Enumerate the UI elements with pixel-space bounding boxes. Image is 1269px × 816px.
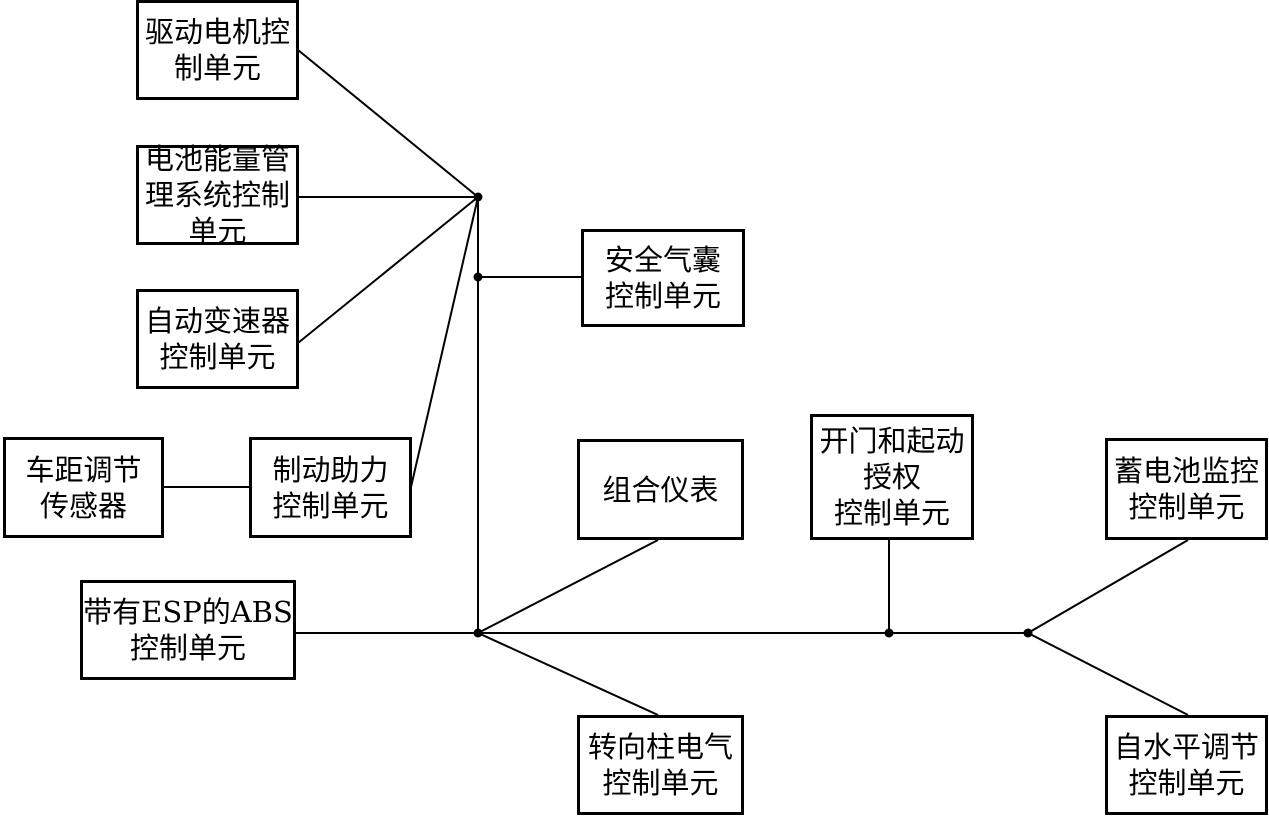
node-label-line: 授权 <box>862 460 921 494</box>
wire-auto-transmission <box>297 196 479 344</box>
node-label-line: 带有ESP的ABS <box>83 595 293 629</box>
node-label-line: 制动助力 <box>272 452 389 487</box>
node-label-line: 控制单元 <box>602 766 719 800</box>
node-label-line: 控制单元 <box>1128 766 1245 800</box>
junction-main <box>473 628 483 638</box>
node-label-line: 车距调节 <box>25 452 142 487</box>
node-label-line: 控制单元 <box>833 496 950 530</box>
door-start-authorization-unit: 开门和起动授权控制单元 <box>810 414 974 540</box>
node-label-line: 控制单元 <box>1128 490 1245 524</box>
node-label-line: 转向柱电气 <box>587 730 733 764</box>
node-label-line: 控制单元 <box>159 340 276 374</box>
instrument-cluster: 组合仪表 <box>577 439 744 540</box>
node-label-line: 单元 <box>188 214 247 248</box>
node-label-line: 安全气囊 <box>604 243 721 277</box>
node-label-line: 蓄电池监控 <box>1113 454 1259 488</box>
node-label-line: 自水平调节 <box>1113 730 1259 764</box>
wire-drive-motor <box>297 49 479 198</box>
node-label-line: 控制单元 <box>604 279 721 313</box>
wire-self-leveling <box>1027 632 1189 716</box>
node-label-line: 自动变速器 <box>144 304 290 338</box>
auto-transmission-control-unit: 自动变速器控制单元 <box>136 289 299 389</box>
wire-instrument <box>477 539 659 634</box>
node-label-line: 驱动电机控 <box>144 15 290 49</box>
node-label-line: 理系统控制 <box>144 178 290 212</box>
drive-motor-control-unit: 驱动电机控制单元 <box>136 0 299 100</box>
node-label-line: 制单元 <box>173 51 261 85</box>
node-label-line: 开门和起动 <box>819 424 965 458</box>
battery-energy-management-unit: 电池能量管理系统控制单元 <box>136 142 299 248</box>
brake-assist-control-unit: 制动助力控制单元 <box>249 437 412 538</box>
battery-monitor-control-unit: 蓄电池监控控制单元 <box>1105 438 1268 540</box>
junction-top <box>473 192 483 202</box>
junction-door <box>884 628 894 638</box>
node-label-line: 组合仪表 <box>602 472 719 507</box>
junction-airbag <box>473 272 483 282</box>
distance-adjust-sensor: 车距调节传感器 <box>3 437 164 538</box>
node-label-line: 控制单元 <box>129 631 246 665</box>
steering-column-control-unit: 转向柱电气控制单元 <box>577 715 744 815</box>
airbag-control-unit: 安全气囊控制单元 <box>581 229 745 327</box>
self-leveling-control-unit: 自水平调节控制单元 <box>1105 715 1268 815</box>
node-label-line: 电池能量管 <box>144 142 290 176</box>
node-label-line: 传感器 <box>39 488 127 523</box>
wire-steering <box>477 632 659 716</box>
node-label-line: 控制单元 <box>272 488 389 523</box>
wire-brake-assist <box>410 196 479 488</box>
wire-battery-monitor <box>1027 539 1189 634</box>
junction-right <box>1023 628 1033 638</box>
